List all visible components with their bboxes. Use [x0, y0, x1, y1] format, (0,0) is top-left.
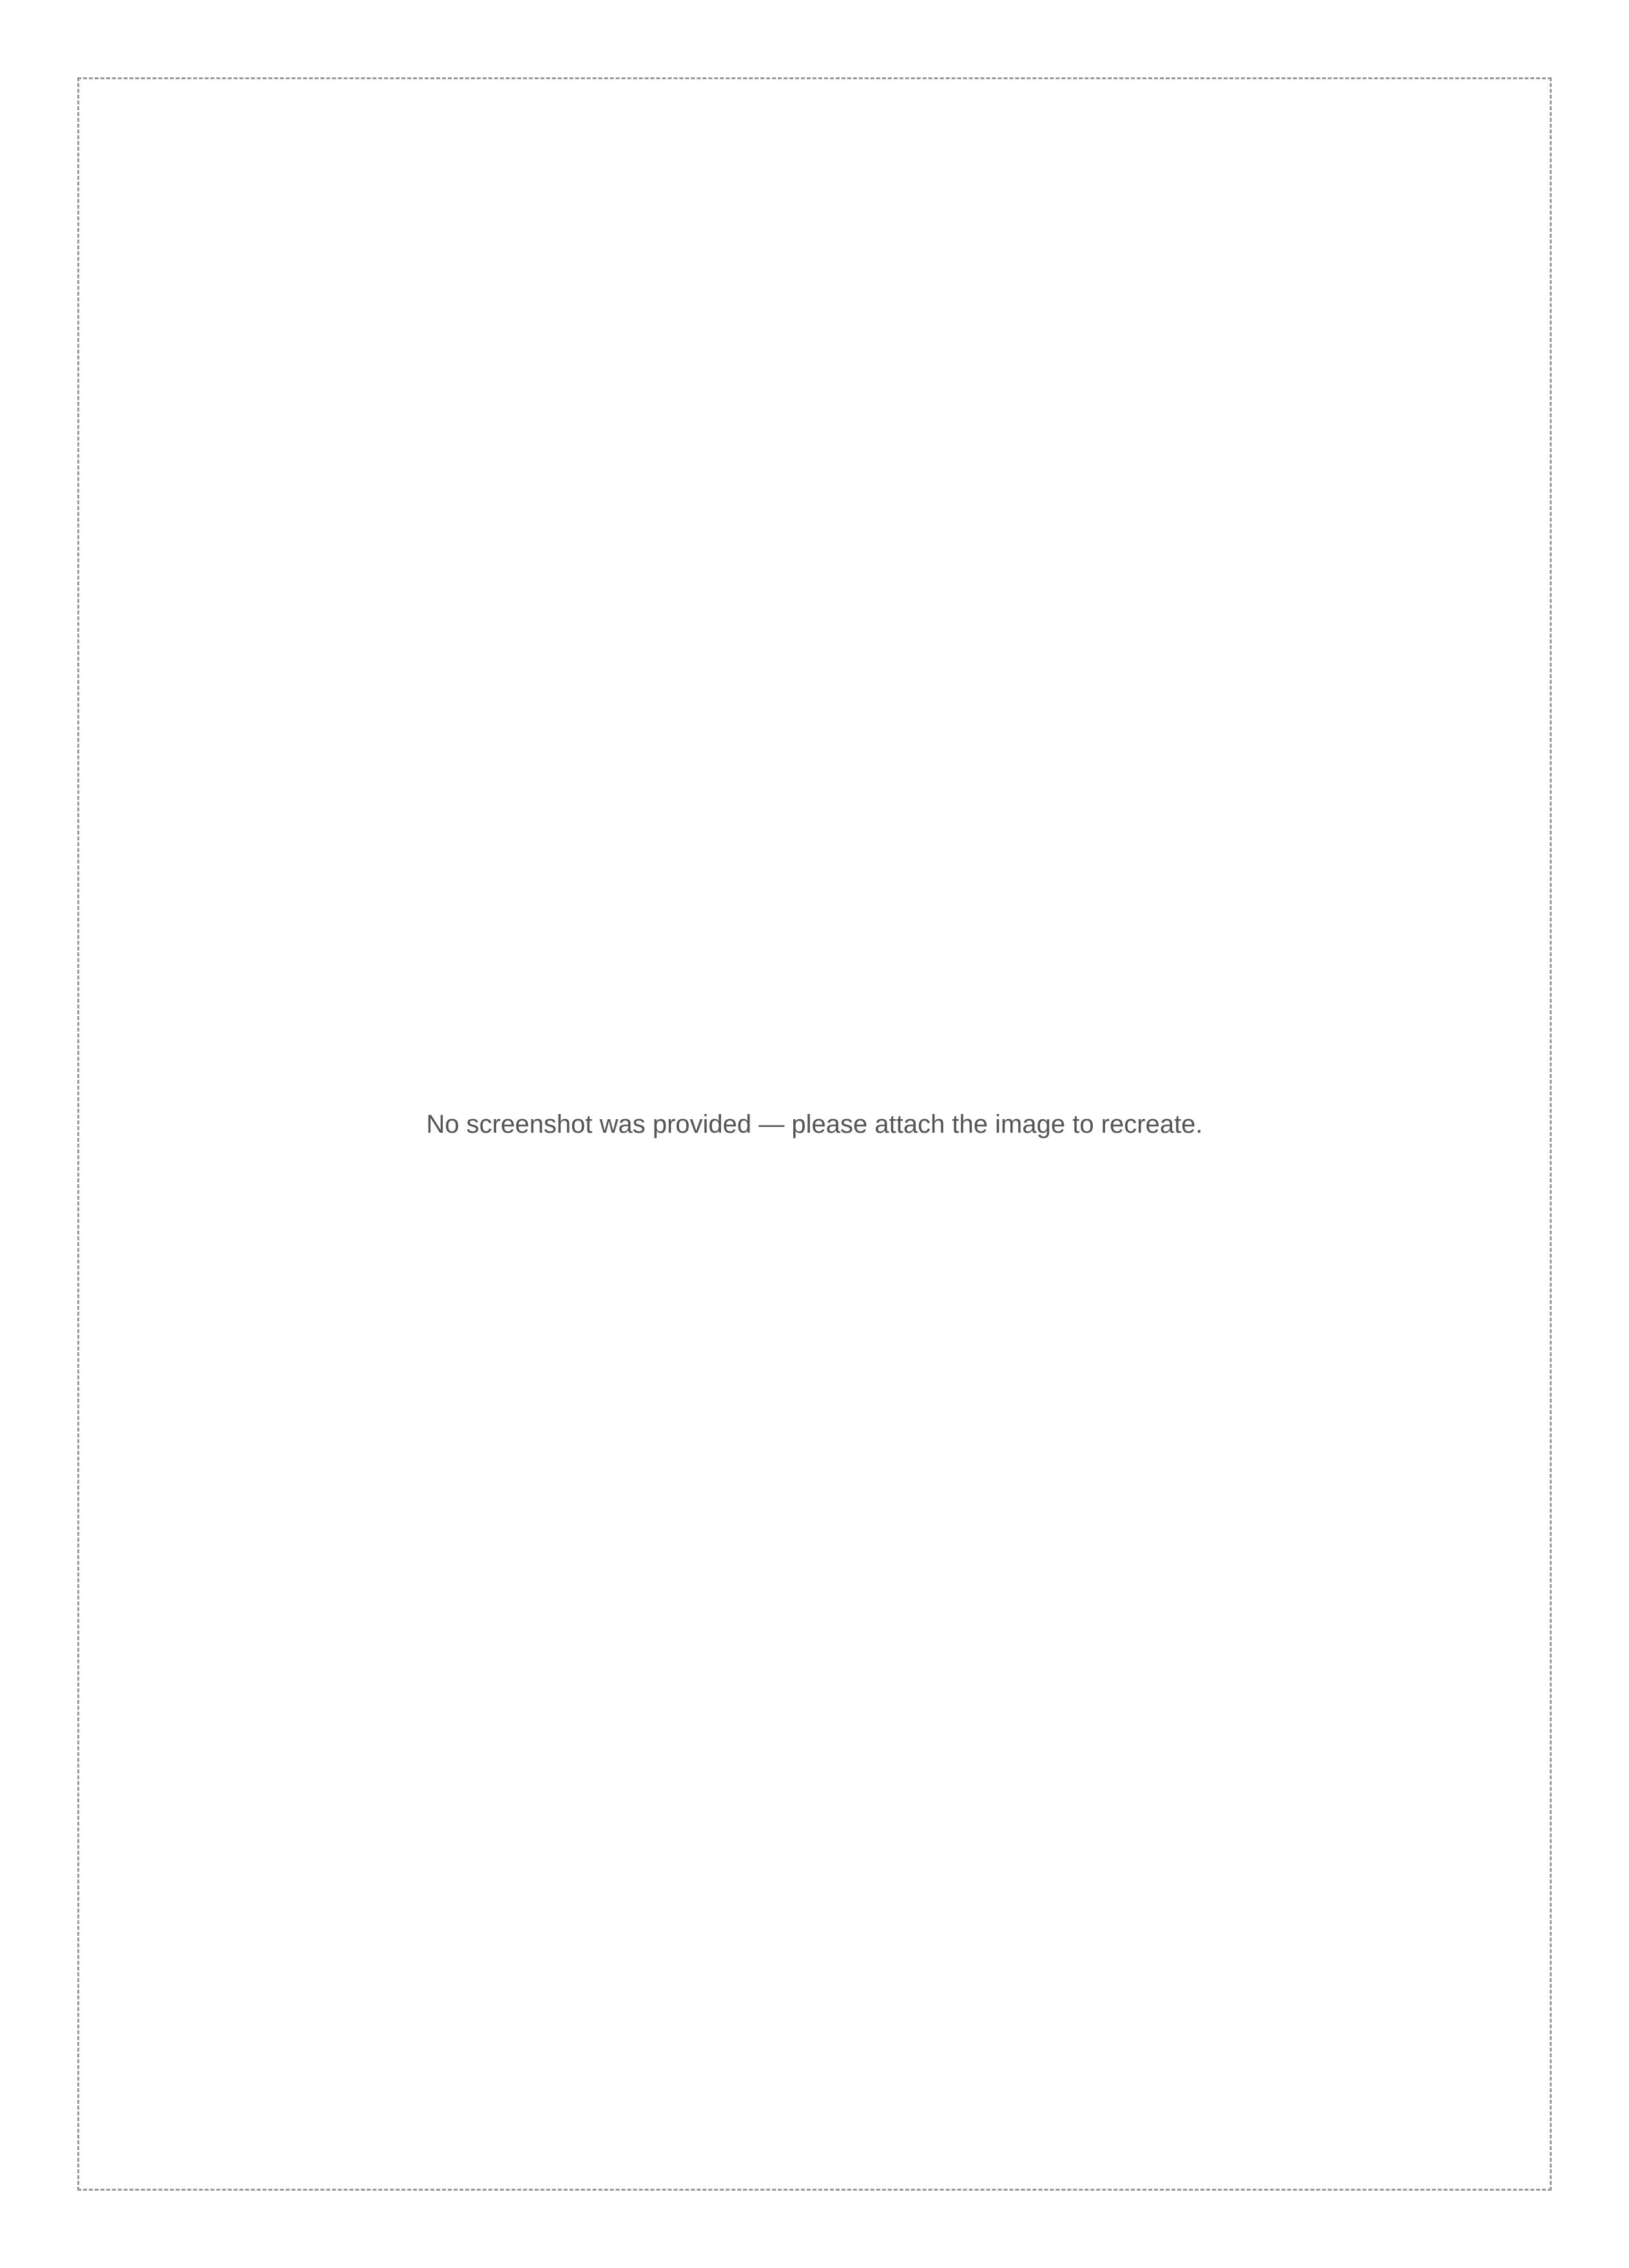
missing-image-notice: No screenshot was provided — please atta… [426, 1110, 1203, 1139]
empty-canvas: No screenshot was provided — please atta… [77, 77, 1552, 2191]
